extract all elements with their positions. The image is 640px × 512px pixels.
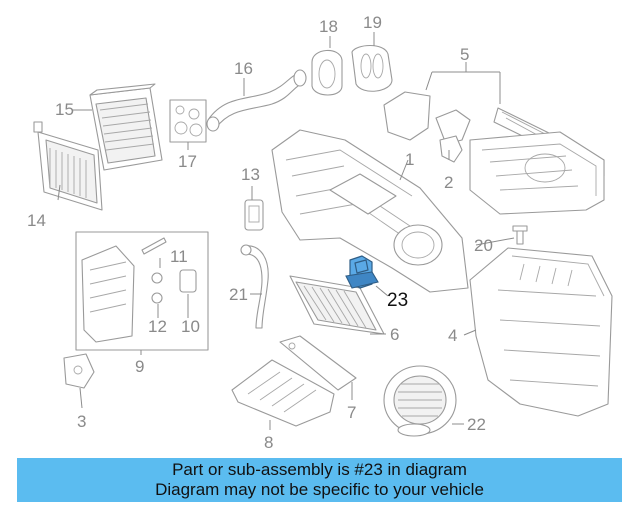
part-2-actuator [439,135,463,163]
callout-23-highlighted: 23 [387,290,408,311]
parts-diagram: 1 2 3 4 5 6 7 8 9 10 11 12 13 14 15 16 1… [27,13,613,452]
leader-lines [57,32,515,430]
callout-10: 10 [181,317,200,336]
part-18-gasket [311,49,343,96]
part-8-tray [231,359,335,427]
part-4-lower-housing [469,247,613,417]
part-3-bracket [63,353,95,389]
callout-9: 9 [135,357,144,376]
part-20-screw [512,225,528,245]
callout-19: 19 [363,13,382,32]
callout-7: 7 [347,403,356,422]
callout-22: 22 [467,415,486,434]
callout-2: 2 [444,173,453,192]
callout-15: 15 [55,100,74,119]
part-7-support [279,335,357,391]
callout-20: 20 [474,236,493,255]
callout-14: 14 [27,211,46,230]
callout-18: 18 [319,17,338,36]
callout-labels: 1 2 3 4 5 6 7 8 9 10 11 12 13 14 15 16 1… [27,13,493,452]
part-15-heater-core [89,83,163,171]
callout-17: 17 [178,152,197,171]
callout-5: 5 [460,45,469,64]
callout-4: 4 [448,326,457,345]
part-13-sensor [244,199,264,231]
callout-1: 1 [405,150,414,169]
part-housing-upper-right [469,131,605,215]
callout-16: 16 [234,59,253,78]
info-banner: Part or sub-assembly is #23 in diagram D… [17,458,622,502]
callout-8: 8 [264,433,273,452]
part-17-seal-kit [169,99,207,143]
part-16-coolant-pipe [206,69,307,132]
part-6-cabin-filter [289,275,385,335]
callout-11: 11 [170,247,188,266]
part-14-evaporator [33,121,103,211]
callout-13: 13 [241,165,260,184]
part-22-blower-motor [383,365,457,437]
callout-21: 21 [229,285,248,304]
part-23-highlighted [345,255,379,289]
banner-line-part-info: Part or sub-assembly is #23 in diagram [172,460,467,479]
callout-6: 6 [390,325,399,344]
banner-line-disclaimer: Diagram may not be specific to your vehi… [155,480,484,499]
part-9-kit-box [75,231,209,351]
part-1-heater-housing [271,129,469,293]
callout-12: 12 [148,317,167,336]
part-21-drain-hose [240,244,269,329]
part-19-gasket [351,44,393,92]
callout-3: 3 [77,412,86,431]
